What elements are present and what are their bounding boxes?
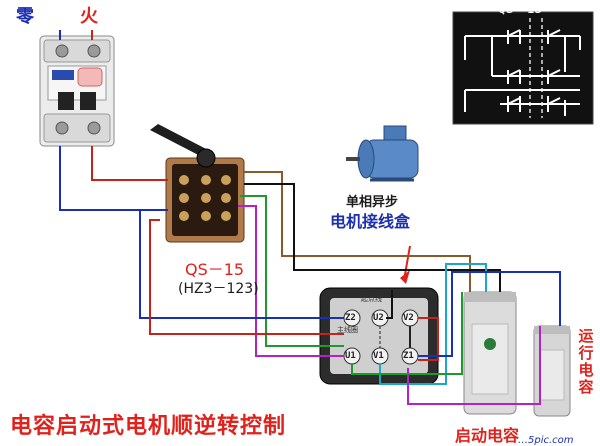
live-line-label: 火 [80, 6, 98, 27]
motor-type-label: 单相异步 [346, 195, 399, 210]
switch-alt-model-label: (HZ3－123) [178, 281, 259, 297]
motor [346, 125, 419, 182]
drum-switch [150, 124, 245, 243]
run-capacitor-label: 运行电容 [578, 327, 594, 396]
terminal-box-label: 电机接线盒 [330, 212, 411, 231]
terminal-u1: U1 [345, 351, 356, 361]
terminal-z2: Z2 [345, 313, 356, 323]
diagram-title: 电容启动式电机顺逆转控制 [10, 414, 287, 439]
start-capacitor [463, 291, 517, 415]
run-capacitor [533, 325, 571, 417]
box-caption-b: 主线圈 [337, 326, 358, 334]
schematic-title: QS－15 [498, 2, 543, 17]
wires [59, 146, 561, 405]
terminal-v2: V2 [403, 313, 414, 323]
start-capacitor-label: 启动电容 [455, 426, 520, 445]
watermark: …5pic.com [518, 435, 574, 446]
terminal-u2: U2 [373, 313, 384, 323]
box-caption-a: 起点线 [361, 295, 382, 303]
circuit-breaker [39, 30, 115, 147]
switch-model-label: QS－15 [185, 260, 245, 279]
neutral-line-label: 零 [16, 6, 34, 27]
switch-schematic [452, 11, 594, 125]
terminal-v1: V1 [373, 351, 384, 361]
terminal-box [319, 245, 439, 385]
terminal-z1: Z1 [403, 351, 414, 361]
